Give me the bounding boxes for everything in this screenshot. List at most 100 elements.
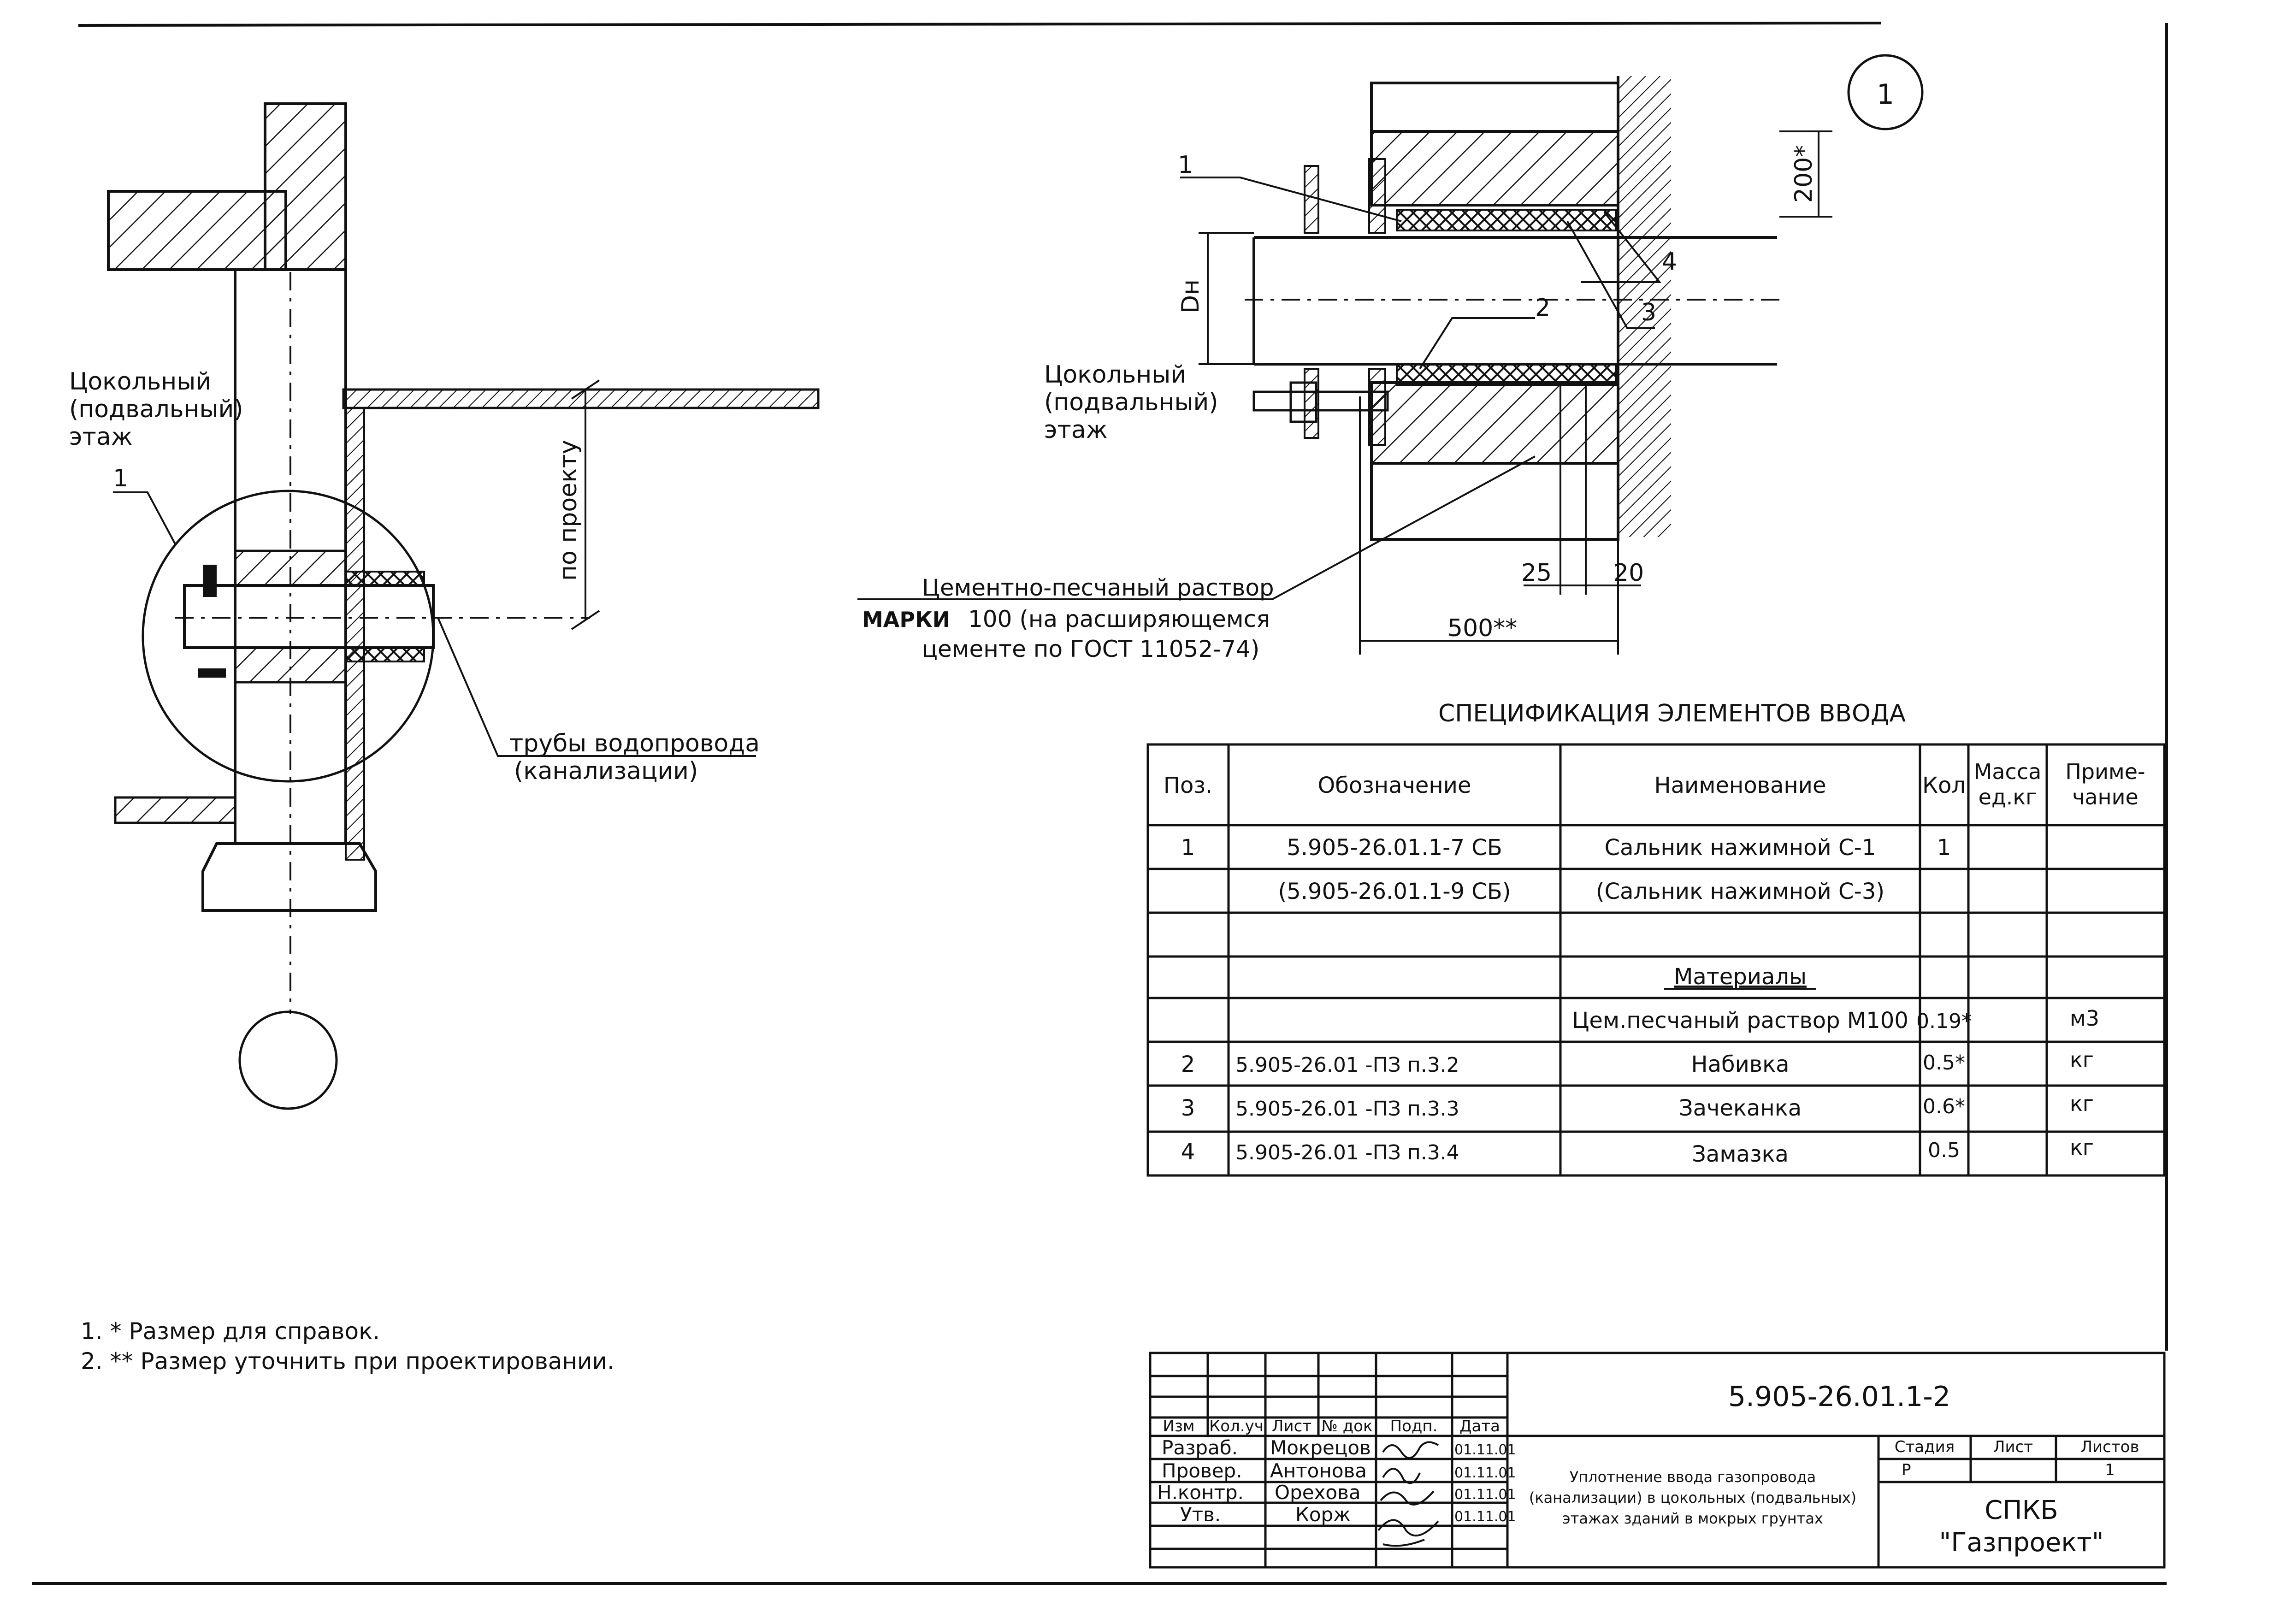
right-callout-3: 3	[1641, 299, 1656, 326]
row7-qty: 0.6*	[1923, 1095, 1965, 1118]
row7-designation: 5.905-26.01 -ПЗ п.3.3	[1235, 1097, 1459, 1121]
footing	[201, 842, 377, 912]
row1-qty: 1	[1937, 835, 1951, 861]
row1-name: Сальник нажимной С-1	[1605, 835, 1876, 861]
row2-name: (Сальник нажимной С-3)	[1596, 879, 1884, 904]
tb-date-4: 01.11.01	[1454, 1509, 1516, 1525]
tb-stage: Р	[1902, 1461, 1911, 1479]
upper-slab	[107, 190, 287, 271]
row7-pos: 3	[1181, 1095, 1195, 1121]
left-floor-label-3: этаж	[69, 423, 133, 451]
right-floor-label-3: этаж	[1044, 416, 1108, 444]
right-section-view	[857, 54, 1924, 655]
tb-sheets-label: Листов	[2080, 1438, 2139, 1456]
tb-col-list: Лист	[1272, 1417, 1311, 1435]
tb-date-3: 01.11.01	[1454, 1487, 1516, 1503]
tb-col-koluch: Кол.уч	[1209, 1417, 1264, 1435]
dim-25: 25	[1521, 559, 1552, 587]
tb-role-4: Утв.	[1180, 1503, 1221, 1526]
left-pipe-label-2: (канализации)	[514, 757, 698, 785]
detail-marker-circle	[1847, 54, 1924, 130]
signatures	[1377, 1441, 1439, 1547]
row8-name: Замазка	[1692, 1141, 1789, 1167]
spec-header-pos: Поз.	[1164, 773, 1212, 798]
doc-code: 5.905-26.01.1-2	[1728, 1381, 1950, 1413]
left-floor-label-2: (подвальный)	[69, 396, 243, 423]
spec-header-note-1: Приме-	[2065, 759, 2145, 784]
spec-header-note-2: чание	[2072, 785, 2138, 809]
row6-note: кг	[2070, 1047, 2094, 1072]
spec-table-grid	[1146, 743, 2166, 1177]
sheet-frame	[32, 22, 2168, 1585]
row6-designation: 5.905-26.01 -ПЗ п.3.2	[1235, 1053, 1459, 1077]
spec-header-mass-2: ед.кг	[1979, 785, 2037, 809]
row8-designation: 5.905-26.01 -ПЗ п.3.4	[1235, 1141, 1459, 1164]
tb-date-1: 01.11.01	[1454, 1442, 1516, 1458]
tb-role-1: Разраб.	[1162, 1436, 1238, 1459]
mortar-note-1: Цементно-песчаный раствор	[922, 574, 1274, 601]
ground-slab	[342, 388, 820, 409]
tb-role-2: Провер.	[1162, 1459, 1242, 1482]
tb-col-podp: Подп.	[1390, 1417, 1438, 1435]
right-callout-1: 1	[1178, 151, 1193, 179]
lower-slab	[114, 796, 236, 824]
mortar-note-3: цементе по ГОСТ 11052-74)	[922, 636, 1259, 662]
row5-name: Цем.песчаный раствор М100	[1572, 1008, 1908, 1033]
tb-name-4: Корж	[1295, 1503, 1351, 1526]
tb-description-3: этажах зданий в мокрых грунтах	[1562, 1510, 1823, 1527]
tb-col-ndoc: № док	[1321, 1417, 1372, 1435]
right-callout-2: 2	[1535, 294, 1550, 322]
title-block-grid	[1149, 1352, 2166, 1569]
detail-circle	[142, 490, 435, 783]
tb-stage-label: Стадия	[1895, 1438, 1955, 1456]
right-floor-label-2: (подвальный)	[1044, 389, 1218, 416]
row6-name: Набивка	[1691, 1051, 1790, 1077]
spec-table-title: СПЕЦИФИКАЦИЯ ЭЛЕМЕНТОВ ВВОДА	[1438, 700, 1906, 727]
upper-wall	[264, 102, 347, 271]
tb-sheet-label: Лист	[1993, 1438, 2033, 1456]
note-1: 1. * Размер для справок.	[81, 1318, 380, 1345]
row4-name: Материалы	[1674, 964, 1807, 990]
row5-note: м3	[2070, 1006, 2099, 1031]
left-dimension-label: по проекту	[555, 440, 582, 581]
tb-sheets: 1	[2105, 1461, 2115, 1479]
tb-col-izm: Изм	[1163, 1417, 1194, 1435]
spec-header-name: Наименование	[1654, 773, 1826, 798]
left-pipe-label-1: трубы водопровода	[509, 730, 760, 757]
row8-qty: 0.5	[1928, 1139, 1960, 1162]
spec-header-designation: Обозначение	[1317, 773, 1471, 798]
dim-200: 200*	[1790, 145, 1818, 203]
row6-qty: 0.5*	[1923, 1051, 1965, 1075]
tb-name-2: Антонова	[1270, 1459, 1367, 1482]
dim-20: 20	[1613, 559, 1644, 587]
row7-name: Зачеканка	[1679, 1095, 1802, 1121]
row2-designation: (5.905-26.01.1-9 СБ)	[1278, 879, 1511, 904]
left-callout-number: 1	[113, 465, 128, 492]
tb-col-date: Дата	[1459, 1417, 1500, 1435]
note-2: 2. ** Размер уточнить при проектировании…	[81, 1348, 614, 1375]
left-section-view	[107, 102, 820, 1110]
row7-note: кг	[2070, 1091, 2094, 1116]
dim-dn: Dн	[1177, 279, 1205, 313]
tb-role-3: Н.контр.	[1157, 1481, 1244, 1504]
pipe-section-circle	[238, 1010, 338, 1110]
tb-org-2: "Газпроект"	[1939, 1528, 2103, 1558]
tb-name-1: Мокрецов	[1270, 1436, 1371, 1459]
mortar-note-2b: 100 (на расширяющемся	[968, 606, 1270, 632]
right-floor-label-1: Цокольный	[1044, 361, 1186, 389]
row8-note: кг	[2070, 1135, 2094, 1160]
tb-org-1: СПКБ	[1985, 1495, 2058, 1525]
right-callout-4: 4	[1662, 248, 1677, 276]
tb-date-2: 01.11.01	[1454, 1465, 1516, 1481]
left-floor-label-1: Цокольный	[69, 368, 211, 396]
text-layer: 1 Цокольный (подвальный) этаж 1 по проек…	[69, 78, 2145, 1558]
mortar-note-2a: МАРКИ	[862, 607, 950, 632]
row6-pos: 2	[1181, 1051, 1195, 1077]
tb-name-3: Орехова	[1275, 1481, 1361, 1504]
row1-pos: 1	[1181, 835, 1195, 861]
row5-qty: 0.19*	[1916, 1010, 1972, 1033]
row1-designation: 5.905-26.01.1-7 СБ	[1287, 835, 1502, 861]
spec-header-mass-1: Масса	[1974, 759, 2042, 784]
detail-marker-number: 1	[1877, 78, 1894, 111]
